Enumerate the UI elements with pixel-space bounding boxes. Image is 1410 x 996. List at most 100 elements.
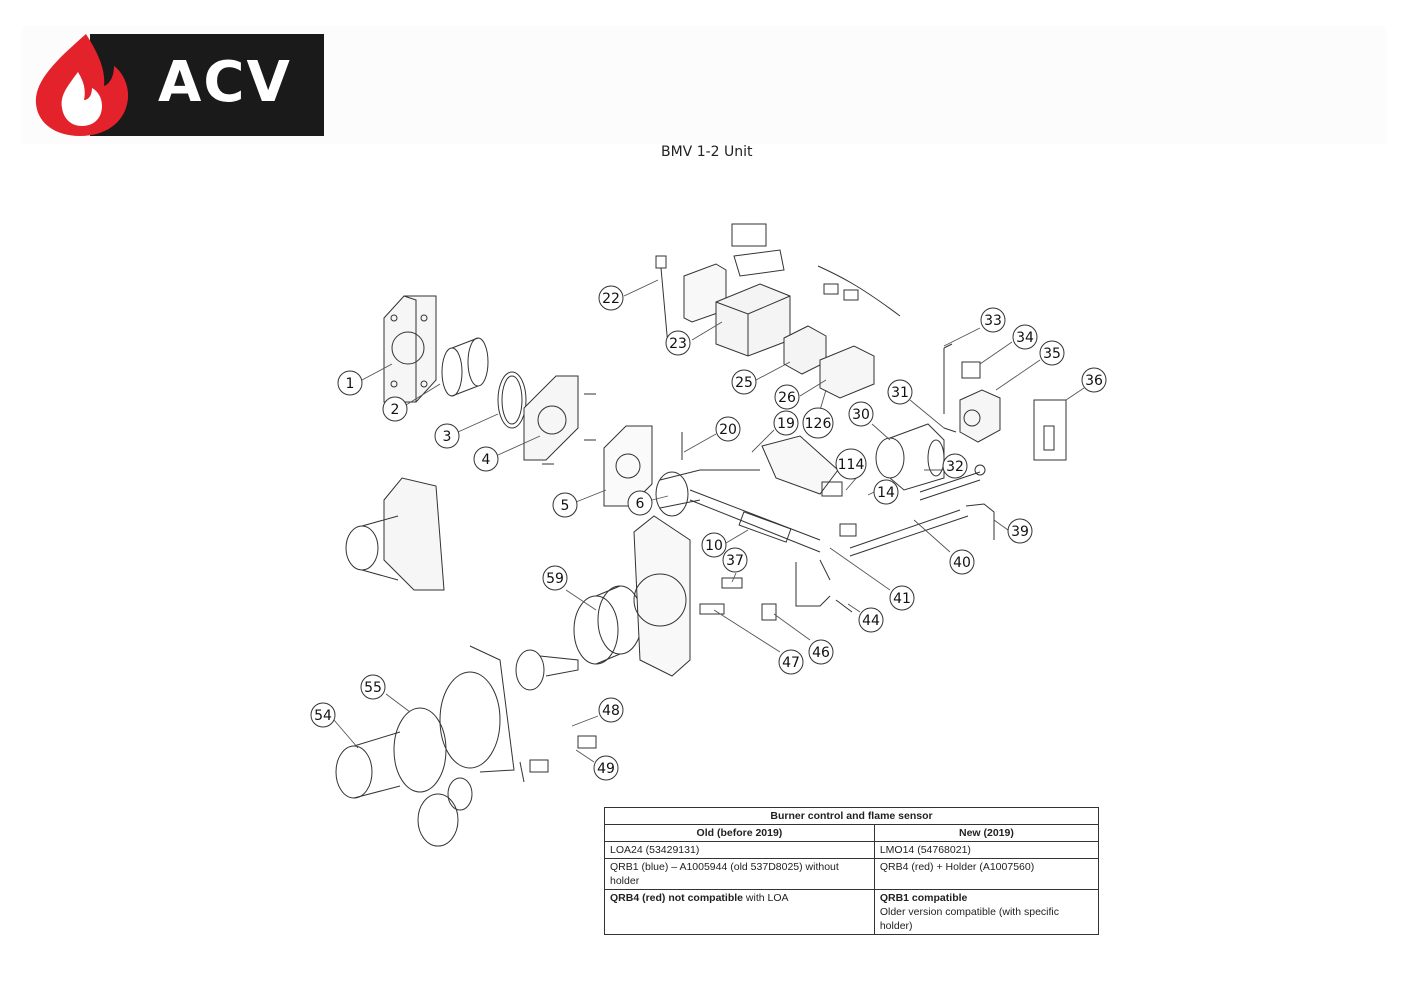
callout-circle bbox=[627, 490, 653, 516]
callout-circle bbox=[773, 410, 799, 436]
callout-114: 114 bbox=[835, 448, 867, 480]
callout-1: 1 bbox=[337, 370, 363, 396]
part-cable bbox=[817, 265, 901, 317]
callout-circle bbox=[473, 446, 499, 472]
part-motor bbox=[875, 423, 945, 491]
cell-new-rest: Older version compatible (with specific … bbox=[879, 906, 1059, 932]
callout-4: 4 bbox=[473, 446, 499, 472]
part-nozzle-box bbox=[1033, 399, 1067, 461]
part-housing bbox=[633, 515, 691, 677]
callout-circle bbox=[808, 639, 834, 665]
callout-circle bbox=[701, 532, 727, 558]
callout-3: 3 bbox=[434, 423, 460, 449]
callout-label: 31 bbox=[891, 385, 909, 401]
callout-circle bbox=[848, 401, 874, 427]
part-cover-clip bbox=[699, 603, 725, 615]
callout-59: 59 bbox=[542, 565, 568, 591]
table-row: QRB4 (red) not compatible with LOA QRB1 … bbox=[604, 889, 1100, 935]
callout-label: 4 bbox=[482, 452, 491, 468]
callout-31: 31 bbox=[887, 379, 913, 405]
callout-label: 36 bbox=[1085, 373, 1103, 389]
callout-34: 34 bbox=[1012, 324, 1038, 350]
table-header-row: Old (before 2019) New (2019) bbox=[604, 824, 1100, 842]
part-air-damper bbox=[515, 649, 579, 691]
table-row: LOA24 (53429131) LMO14 (54768021) bbox=[604, 841, 1100, 859]
callout-label: 41 bbox=[893, 591, 911, 607]
cell-old-bold: QRB4 (red) not compatible bbox=[610, 892, 744, 904]
callout-label: 46 bbox=[812, 645, 830, 661]
cell-old: LOA24 (53429131) bbox=[604, 841, 875, 859]
callout-circle bbox=[382, 396, 408, 422]
cell-old-rest: with LOA bbox=[743, 892, 789, 904]
callout-circle bbox=[593, 755, 619, 781]
callout-circle bbox=[802, 407, 834, 439]
callout-39: 39 bbox=[1007, 518, 1033, 544]
part-clip bbox=[721, 577, 743, 589]
callout-circle bbox=[774, 384, 800, 410]
callout-49: 49 bbox=[593, 755, 619, 781]
burner-control-table: Burner control and flame sensor Old (bef… bbox=[604, 807, 1100, 935]
callout-label: 54 bbox=[314, 708, 332, 724]
callout-circle bbox=[1012, 324, 1038, 350]
callout-circle bbox=[360, 674, 386, 700]
callout-48: 48 bbox=[598, 697, 624, 723]
callout-label: 2 bbox=[391, 402, 400, 418]
part-inlet bbox=[417, 777, 473, 847]
callout-30: 30 bbox=[848, 401, 874, 427]
callout-circle bbox=[942, 453, 968, 479]
callout-25: 25 bbox=[731, 369, 757, 395]
callout-circle bbox=[835, 448, 867, 480]
callout-label: 22 bbox=[602, 291, 620, 307]
part-air-box bbox=[393, 645, 515, 793]
callout-circle bbox=[1007, 518, 1033, 544]
part-blast-tube bbox=[441, 337, 489, 397]
part-hose-end bbox=[965, 503, 995, 540]
callout-19: 19 bbox=[773, 410, 799, 436]
cell-new: QRB4 (red) + Holder (A1007560) bbox=[873, 858, 1100, 890]
callout-label: 32 bbox=[946, 459, 964, 475]
callout-circle bbox=[434, 423, 460, 449]
callout-41: 41 bbox=[889, 585, 915, 611]
part-coil bbox=[961, 361, 981, 379]
callout-label: 49 bbox=[597, 761, 615, 777]
callout-label: 25 bbox=[735, 375, 753, 391]
cell-old: QRB1 (blue) – A1005944 (old 537D8025) wi… bbox=[604, 858, 875, 890]
callout-33: 33 bbox=[980, 307, 1006, 333]
logo-text: ACV bbox=[158, 50, 292, 115]
part-fan-wheel bbox=[573, 585, 643, 665]
callout-circle bbox=[1081, 367, 1107, 393]
callout-label: 1 bbox=[346, 376, 355, 392]
callout-circle bbox=[598, 285, 624, 311]
cell-old: QRB4 (red) not compatible with LOA bbox=[604, 889, 875, 935]
callout-40: 40 bbox=[949, 549, 975, 575]
callout-circle bbox=[778, 649, 804, 675]
callout-label: 23 bbox=[669, 336, 687, 352]
callout-label: 10 bbox=[705, 538, 723, 554]
callout-label: 35 bbox=[1043, 346, 1061, 362]
callout-label: 40 bbox=[953, 555, 971, 571]
acv-logo: ACV bbox=[34, 32, 326, 138]
callout-circle bbox=[715, 416, 741, 442]
callout-44: 44 bbox=[858, 607, 884, 633]
callout-label: 3 bbox=[443, 429, 452, 445]
callout-5: 5 bbox=[552, 492, 578, 518]
callout-6: 6 bbox=[627, 490, 653, 516]
callout-20: 20 bbox=[715, 416, 741, 442]
callout-126: 126 bbox=[802, 407, 834, 439]
part-flame-sensor bbox=[655, 255, 669, 347]
callout-label: 44 bbox=[862, 613, 880, 629]
part-coupling bbox=[943, 427, 957, 433]
part-nozzle-holder bbox=[738, 511, 792, 543]
part-pipe bbox=[943, 343, 953, 414]
callout-circle bbox=[889, 585, 915, 611]
callout-circle bbox=[552, 492, 578, 518]
callout-26: 26 bbox=[774, 384, 800, 410]
callout-circle bbox=[310, 702, 336, 728]
callout-36: 36 bbox=[1081, 367, 1107, 393]
callout-circle bbox=[949, 549, 975, 575]
callout-circle bbox=[887, 379, 913, 405]
callout-circle bbox=[1039, 340, 1065, 366]
header-new: New (2019) bbox=[873, 824, 1100, 842]
